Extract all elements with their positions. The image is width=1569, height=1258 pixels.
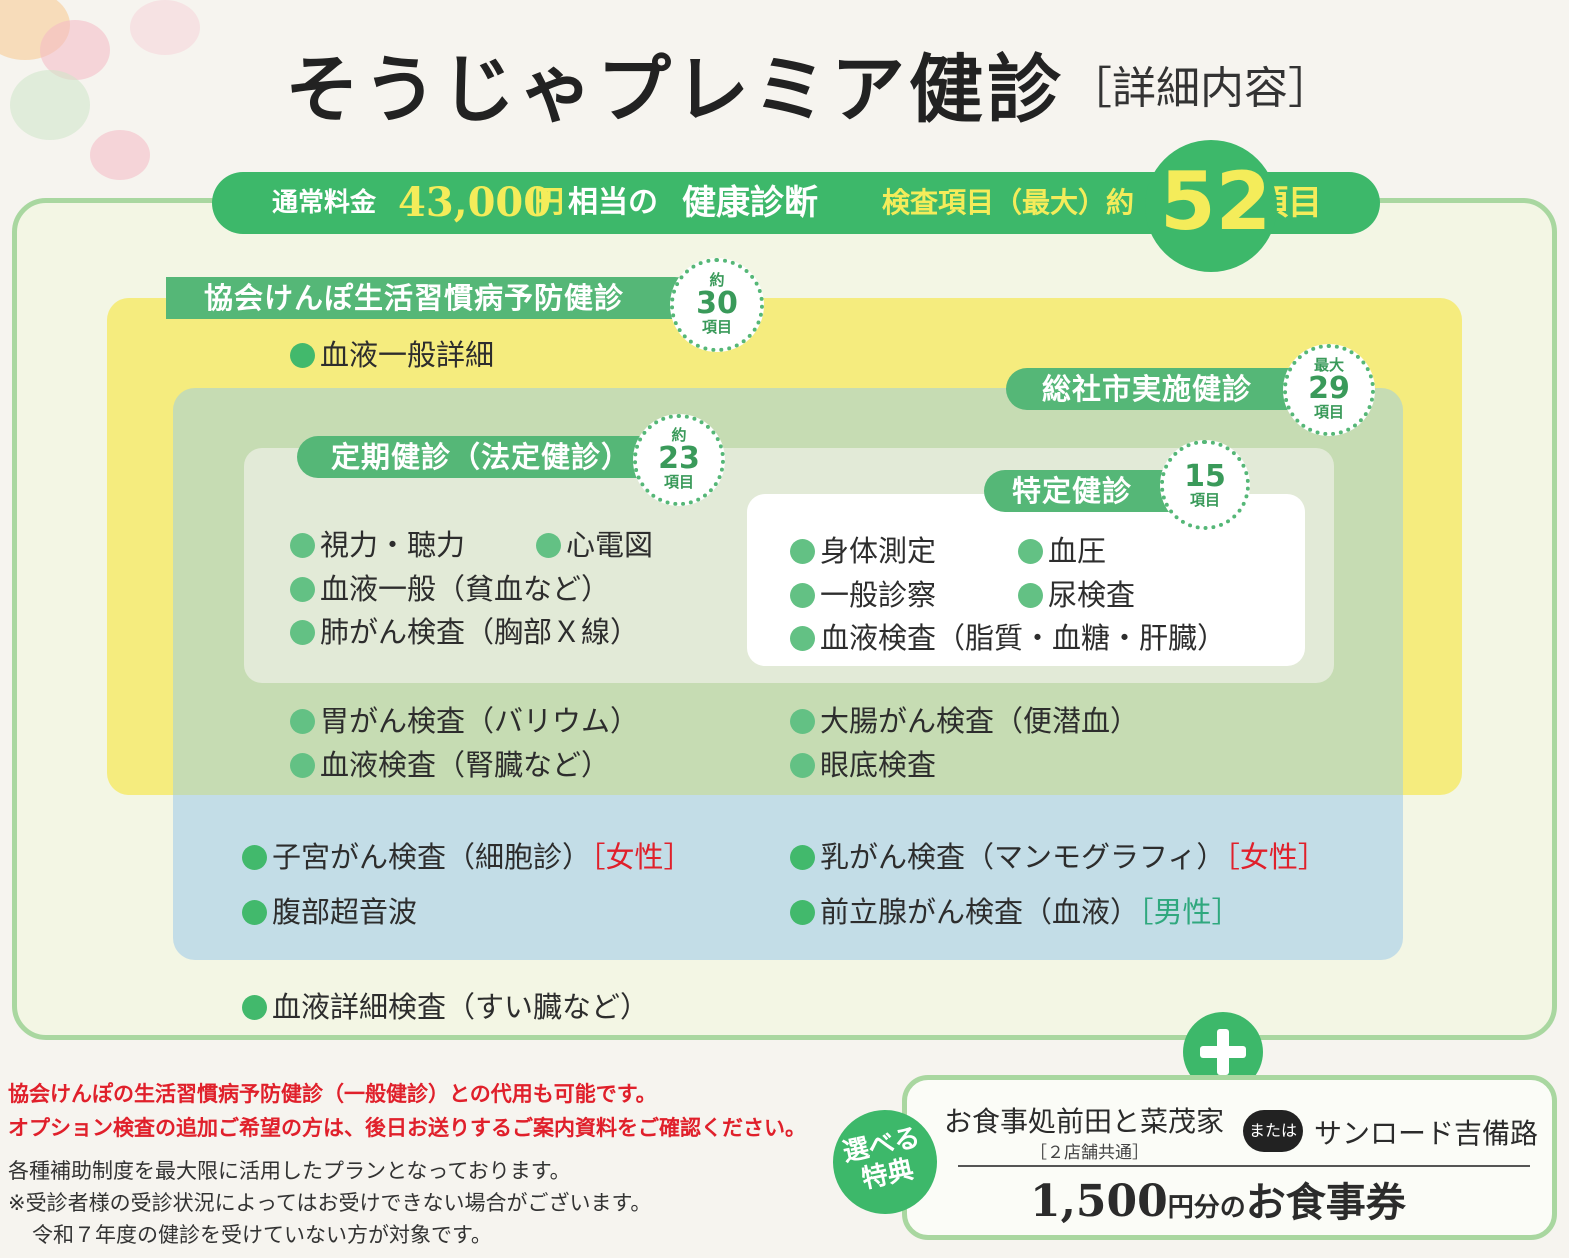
list-item: 血液詳細検査（すい臓など）	[242, 984, 649, 1026]
list-item: 一般診察	[790, 572, 936, 614]
shop-sunroad: サンロード吉備路	[1314, 1117, 1539, 1150]
bullet-icon	[290, 343, 315, 368]
bullet-icon	[790, 753, 815, 778]
list-item: 胃がん検査（バリウム）	[290, 698, 639, 740]
soja-label: 総社市実施健診	[1006, 368, 1316, 410]
list-item: 乳がん検査（マンモグラフィ）［女性］	[790, 834, 1327, 876]
price-yen: 円	[534, 185, 564, 220]
note-eligibility: 令和７年度の健診を受けていない方が対象です。	[32, 1223, 492, 1247]
bullet-icon	[790, 539, 815, 564]
bonus-box	[902, 1075, 1557, 1240]
kyokai-badge: 約 30 項目	[670, 258, 764, 352]
teiki-badge: 約 23 項目	[633, 414, 725, 506]
shop-maeda-note: ［２店舗共通］	[1030, 1143, 1149, 1163]
list-item: 血液一般詳細	[290, 332, 494, 374]
soja-badge: 最大 29 項目	[1283, 344, 1375, 436]
note-option: オプション検査の追加ご希望の方は、後日お送りするご案内資料をご確認ください。	[8, 1116, 806, 1140]
meal-ticket: 1,500円分のお食事券	[1030, 1176, 1406, 1227]
shop-maeda: お食事処前田と菜茂家	[944, 1105, 1225, 1138]
bullet-icon	[790, 583, 815, 608]
checkup-label: 健康診断	[682, 183, 818, 223]
list-item: 血液検査（脂質・血糖・肝臓）	[790, 615, 1226, 657]
list-item: 眼底検査	[790, 742, 936, 784]
page-subtitle: ［詳細内容］	[1068, 63, 1332, 114]
list-item: 大腸がん検査（便潜血）	[790, 698, 1139, 740]
list-item: 血液検査（腎臓など）	[290, 742, 610, 784]
note-subsidy: 各種補助制度を最大限に活用したプランとなっております。	[8, 1159, 571, 1183]
bullet-icon	[290, 753, 315, 778]
list-item: 血液一般（貧血など）	[290, 566, 610, 608]
tokutei-label: 特定健診	[984, 470, 1194, 512]
items-label: 検査項目（最大）約	[882, 186, 1135, 219]
bullet-icon	[790, 626, 815, 651]
bullet-icon	[290, 533, 315, 558]
kyokai-label: 協会けんぽ生活習慣病予防健診	[166, 277, 696, 319]
bullet-icon	[290, 577, 315, 602]
bullet-icon	[536, 533, 561, 558]
or-badge: または	[1243, 1110, 1303, 1152]
list-item: 心電図	[536, 522, 653, 564]
option-area	[173, 795, 1403, 960]
bullet-icon	[1018, 583, 1043, 608]
price-value: 43,000	[398, 179, 552, 226]
list-item: 肺がん検査（胸部Ｘ線）	[290, 609, 639, 651]
list-item: 視力・聴力	[290, 522, 465, 564]
price-equiv: 相当の	[568, 185, 658, 220]
list-item: 腹部超音波	[242, 889, 417, 931]
list-item: 身体測定	[790, 528, 936, 570]
bullet-icon	[290, 709, 315, 734]
bullet-icon	[242, 845, 267, 870]
list-item: 尿検査	[1018, 572, 1135, 614]
bullet-icon	[1018, 539, 1043, 564]
list-item: 前立腺がん検査（血液）［男性］	[790, 889, 1241, 931]
bullet-icon	[242, 900, 267, 925]
bullet-icon	[242, 995, 267, 1020]
divider	[958, 1165, 1530, 1167]
tokutei-badge: 15 項目	[1160, 440, 1250, 530]
normal-fee-label: 通常料金	[272, 188, 377, 218]
list-item: 血圧	[1018, 528, 1106, 570]
bullet-icon	[790, 845, 815, 870]
bullet-icon	[790, 900, 815, 925]
note-availability: ※受診者様の受診状況によってはお受けできない場合がございます。	[8, 1191, 652, 1215]
bullet-icon	[290, 620, 315, 645]
teiki-label: 定期健診（法定健診）	[297, 436, 667, 478]
total-count: 52	[1160, 155, 1272, 248]
total-count-circle	[1145, 140, 1277, 272]
note-substitute: 協会けんぽの生活習慣病予防健診（一般健診）との代用も可能です。	[8, 1082, 657, 1106]
bullet-icon	[790, 709, 815, 734]
page-title: そうじゃプレミア健診	[285, 47, 1065, 133]
list-item: 子宮がん検査（細胞診）［女性］	[242, 834, 693, 876]
